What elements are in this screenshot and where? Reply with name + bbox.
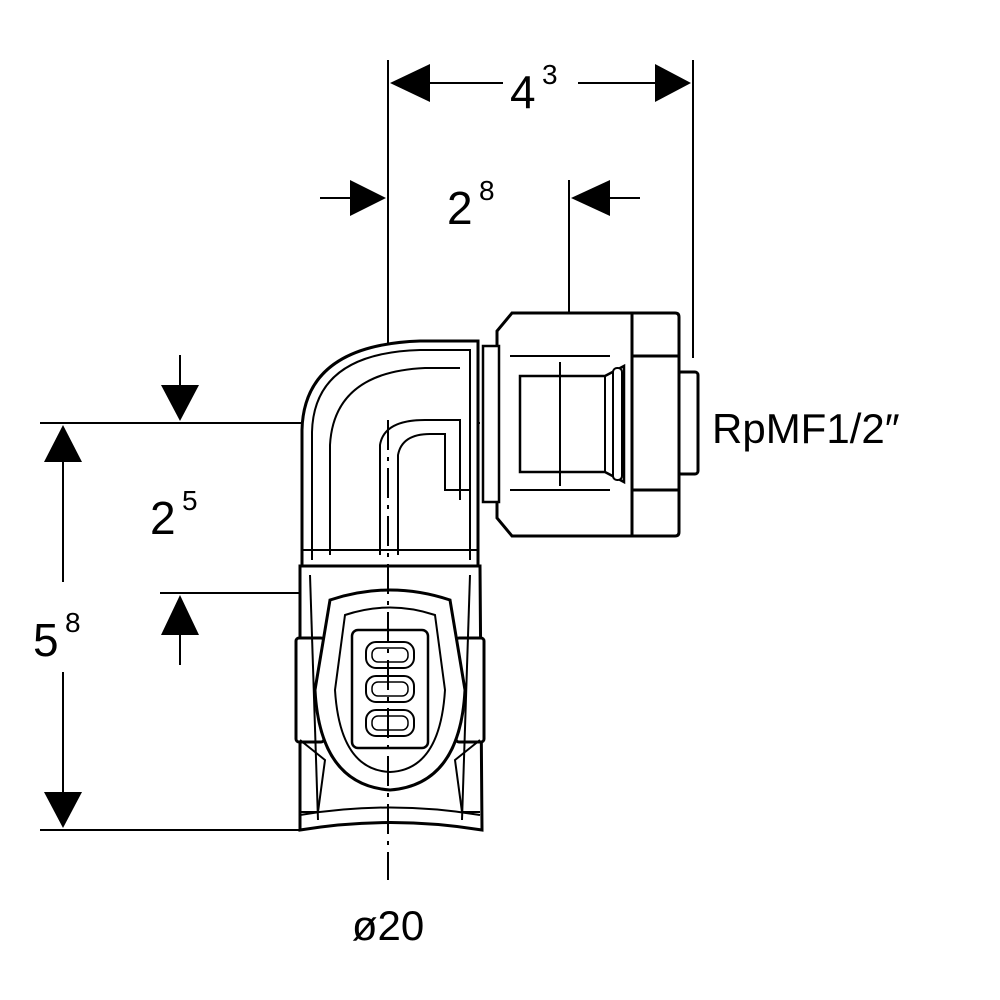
pipe-connector — [294, 564, 486, 832]
dim-width-base: 4 — [510, 66, 536, 118]
dim-height-upper-sup: 5 — [182, 485, 198, 516]
dimension-height-total: 5 8 — [33, 425, 82, 828]
dim-height-total-base: 5 — [33, 614, 59, 666]
dim-height-upper-base: 2 — [150, 492, 176, 544]
dim-height-total-sup: 8 — [65, 607, 81, 638]
threaded-outlet — [481, 311, 700, 538]
dimension-offset-top: 2 8 — [320, 175, 640, 365]
dim-width-sup: 3 — [542, 59, 558, 90]
dimension-height-upper: 2 5 — [150, 355, 199, 665]
pipe-diameter-label: ø20 — [352, 902, 424, 949]
thread-label: RpMF1/2″ — [712, 405, 900, 452]
dim-offset-sup: 8 — [479, 175, 495, 206]
elbow-body — [300, 339, 480, 568]
dim-offset-base: 2 — [447, 182, 473, 234]
